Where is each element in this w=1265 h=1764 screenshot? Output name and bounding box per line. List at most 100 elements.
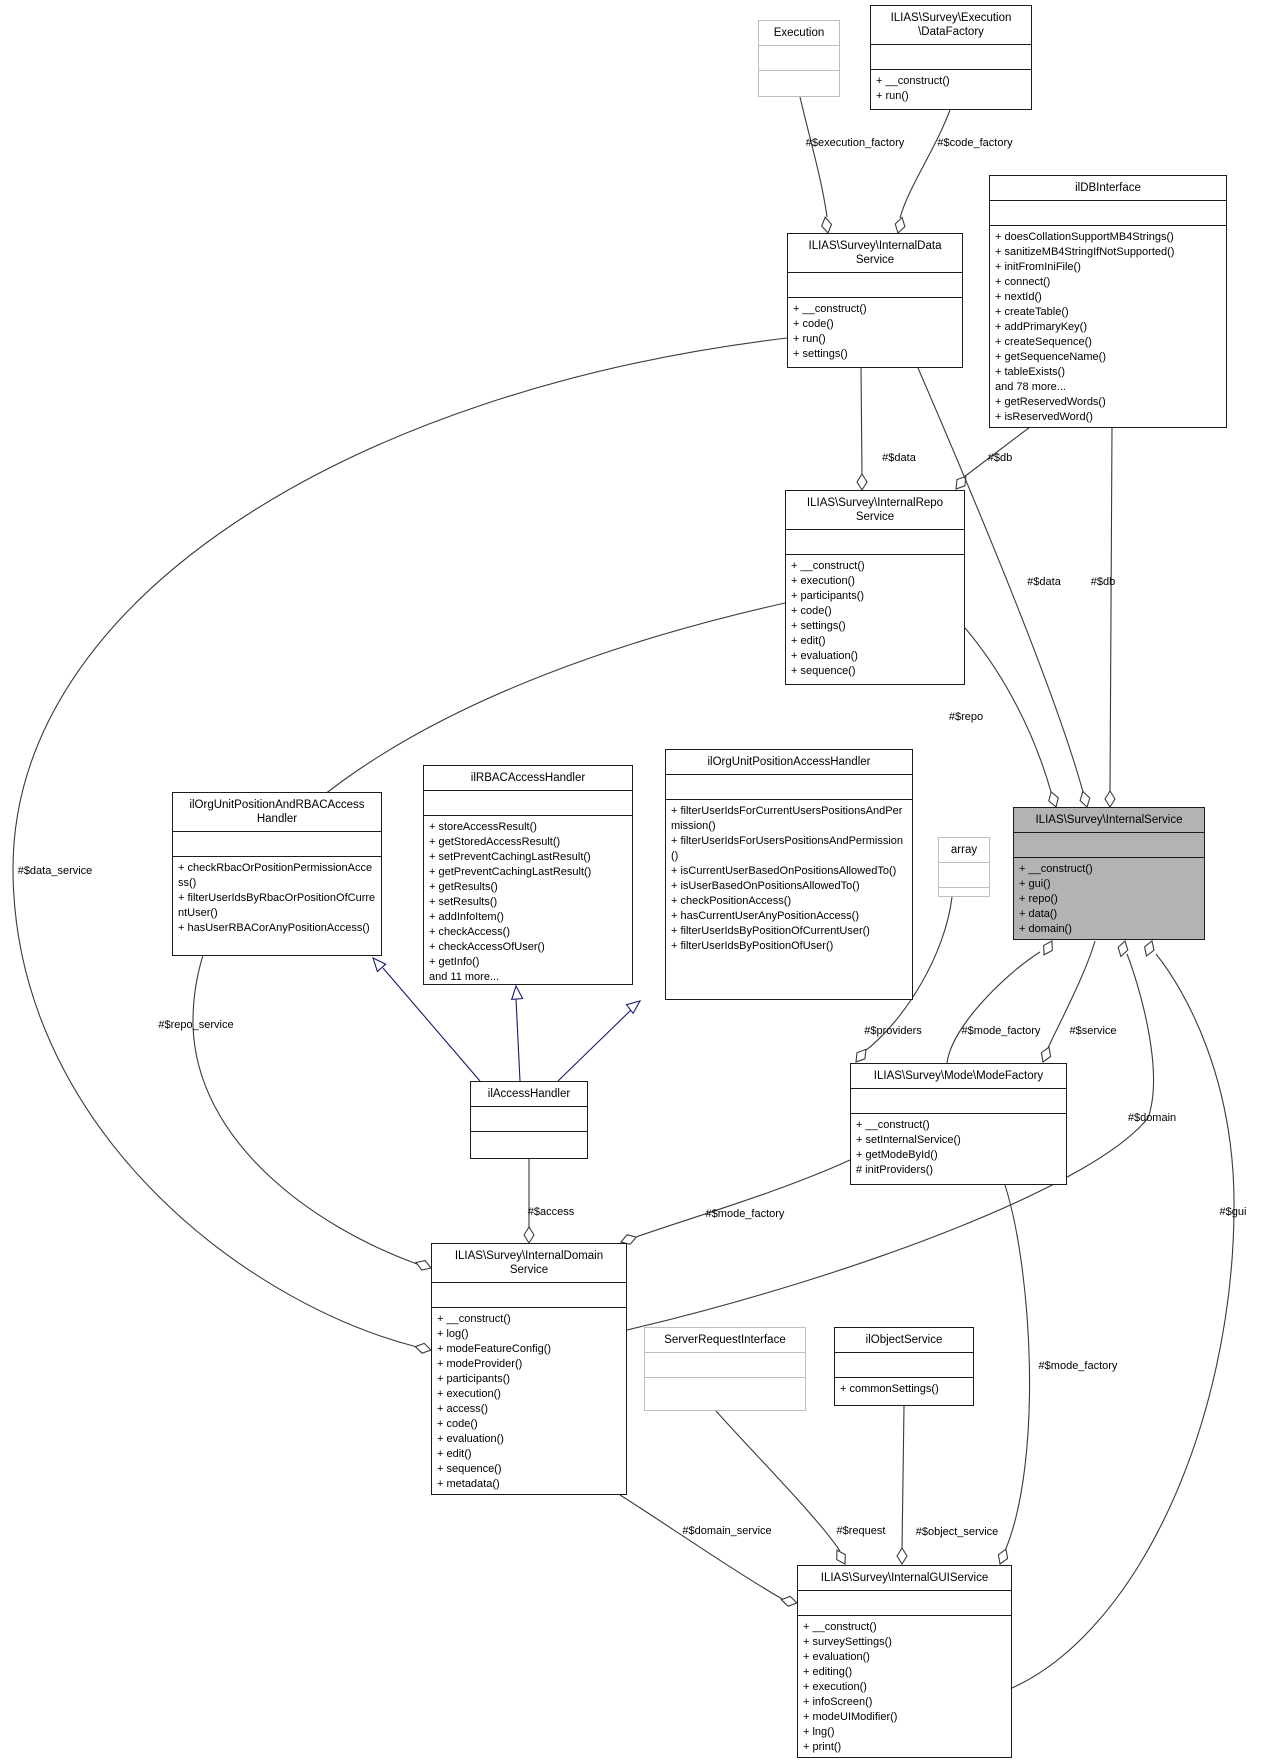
class-box-rbac-handler[interactable]: ilRBACAccessHandler + storeAccessResult()… [423, 765, 633, 985]
method-label: + settings() [791, 620, 846, 632]
method-label: + checkRbacOrPositionPermissionAccess() [178, 862, 373, 889]
method-label: + __construct() [793, 303, 867, 315]
aggregation-diamond-icon [836, 1549, 846, 1565]
aggregation-diamond-icon [780, 1595, 799, 1607]
class-title: ilDBInterface [990, 176, 1226, 201]
class-box-array-box[interactable]: array [938, 837, 990, 897]
edge-label-code_factory: #$code_factory [937, 137, 1013, 149]
edge-label-data_internal: #$data [1027, 576, 1061, 588]
class-title: ILIAS\Survey\Execution\DataFactory [871, 6, 1031, 45]
edge-label-repo: #$repo [948, 711, 984, 723]
edge-domain_service [619, 1494, 785, 1601]
class-title-line: Service [855, 254, 895, 266]
method-label: + isCurrentUserBasedOnPositionsAllowedTo… [671, 865, 897, 877]
class-attributes-section [851, 1089, 1066, 1114]
method-label: + __construct() [1019, 863, 1093, 875]
method-label: + access() [437, 1403, 489, 1415]
method-label: + domain() [1019, 923, 1072, 935]
class-title-line: ilOrgUnitPositionAndRBACAccess [189, 799, 365, 811]
class-title-line: ilObjectService [865, 1334, 943, 1346]
edge-repo [964, 627, 1052, 793]
edge-label-domain_service: #$domain_service [682, 1525, 772, 1537]
class-attributes-section [432, 1283, 626, 1308]
aggregation-diamond-icon [855, 1048, 867, 1063]
method-label: + editing() [803, 1666, 853, 1678]
class-attributes-section [1014, 833, 1204, 858]
method-label: + filterUserIdsByRbacOrPositionOfCurrent… [178, 892, 376, 919]
class-title-line: ILIAS\Survey\Mode\ModeFactory [873, 1070, 1044, 1082]
method-label: + getReservedWords() [995, 396, 1106, 408]
class-title: ILIAS\Survey\InternalGUIService [798, 1566, 1011, 1591]
class-attributes-section [939, 863, 989, 888]
class-title: ilRBACAccessHandler [424, 766, 632, 791]
class-box-mode-factory[interactable]: ILIAS\Survey\Mode\ModeFactory + __constru… [850, 1063, 1067, 1185]
class-box-server-request[interactable]: ServerRequestInterface [644, 1327, 806, 1411]
class-title-line: Execution [773, 27, 825, 39]
edge-mode_factory_left [635, 1159, 851, 1238]
method-label: + getModeById() [856, 1149, 938, 1161]
method-label: + data() [1019, 908, 1058, 920]
method-label: + sequence() [791, 665, 856, 677]
class-title: ServerRequestInterface [645, 1328, 805, 1353]
method-label: + filterUserIdsByPositionOfUser() [671, 940, 834, 952]
class-title-line: ILIAS\Survey\InternalDomain [454, 1250, 604, 1262]
class-title-line: ilDBInterface [1075, 182, 1141, 194]
class-box-internal-gui[interactable]: ILIAS\Survey\InternalGUIService + __const… [797, 1565, 1012, 1758]
aggregation-diamond-icon [894, 216, 906, 234]
edge-db_internal [1109, 426, 1113, 793]
edge-label-data_service: #$data_service [17, 865, 93, 877]
class-box-execution[interactable]: Execution [758, 20, 840, 97]
method-label: + getSequenceName() [995, 351, 1106, 363]
class-methods-section: + checkRbacOrPositionPermissionAccess() +… [173, 857, 381, 955]
method-label: + checkPositionAccess() [671, 895, 792, 907]
class-box-internal-service[interactable]: ILIAS\Survey\InternalService + __construc… [1013, 807, 1205, 940]
class-box-access-handler[interactable]: ilAccessHandler [470, 1081, 588, 1159]
class-title-line: ilAccessHandler [487, 1088, 571, 1100]
method-label: + addPrimaryKey() [995, 321, 1088, 333]
method-label: + participants() [791, 590, 865, 602]
class-methods-section: + __construct()+ surveySettings()+ evalu… [798, 1616, 1011, 1757]
edge-mode_factory_right [1004, 1184, 1031, 1552]
edge-label-mode_factory_right: #$mode_factory [1038, 1360, 1118, 1372]
method-label: + run() [876, 90, 909, 102]
class-box-data-factory[interactable]: ILIAS\Survey\Execution\DataFactory+ __co… [870, 5, 1032, 110]
class-box-db-interface[interactable]: ilDBInterface+ doesCollationSupportMB4St… [989, 175, 1227, 428]
class-title: ilOrgUnitPositionAccessHandler [666, 750, 912, 775]
method-label: + getResults() [429, 881, 498, 893]
class-title: ilAccessHandler [471, 1082, 587, 1107]
method-label: + isUserBasedOnPositionsAllowedTo() [671, 880, 860, 892]
method-label: + print() [803, 1741, 842, 1753]
method-label: and 11 more... [429, 971, 500, 983]
class-title-line: Service [855, 511, 895, 523]
edge-label-domain: #$domain [1127, 1112, 1177, 1124]
method-label: + modeProvider() [437, 1358, 523, 1370]
class-attributes-section [645, 1353, 805, 1378]
class-title-line: ILIAS\Survey\InternalData [808, 240, 942, 252]
class-methods-section: + __construct()+ setInternalService()+ g… [851, 1114, 1066, 1184]
method-label: + isReservedWord() [995, 411, 1093, 423]
method-label: + edit() [791, 635, 826, 647]
edge-label-access: #$access [527, 1206, 575, 1218]
class-methods-section [645, 1378, 805, 1410]
class-methods-section: + storeAccessResult()+ getStoredAccessRe… [424, 816, 632, 984]
inheritance-arrow-icon [510, 984, 524, 1001]
class-box-orgunit-handler[interactable]: ilOrgUnitPositionAccessHandler + filterUs… [665, 749, 913, 1000]
method-label: # initProviders() [856, 1164, 934, 1176]
class-box-object-service[interactable]: ilObjectService + commonSettings() [834, 1327, 974, 1406]
aggregation-diamond-icon [1048, 790, 1059, 808]
method-label: + hasCurrentUserAnyPositionAccess() [671, 910, 859, 922]
inheritance-arrow-icon [625, 1000, 642, 1015]
method-label: + filterUserIdsForCurrentUsersPositionsA… [671, 805, 903, 832]
edge-label-object_service: #$object_service [915, 1526, 999, 1538]
class-methods-section: + commonSettings() [835, 1378, 973, 1405]
class-title: ILIAS\Survey\InternalService [1014, 808, 1204, 833]
aggregation-diamond-icon [414, 1342, 433, 1354]
class-attributes-section [871, 45, 1031, 70]
method-label: + repo() [1019, 893, 1058, 905]
